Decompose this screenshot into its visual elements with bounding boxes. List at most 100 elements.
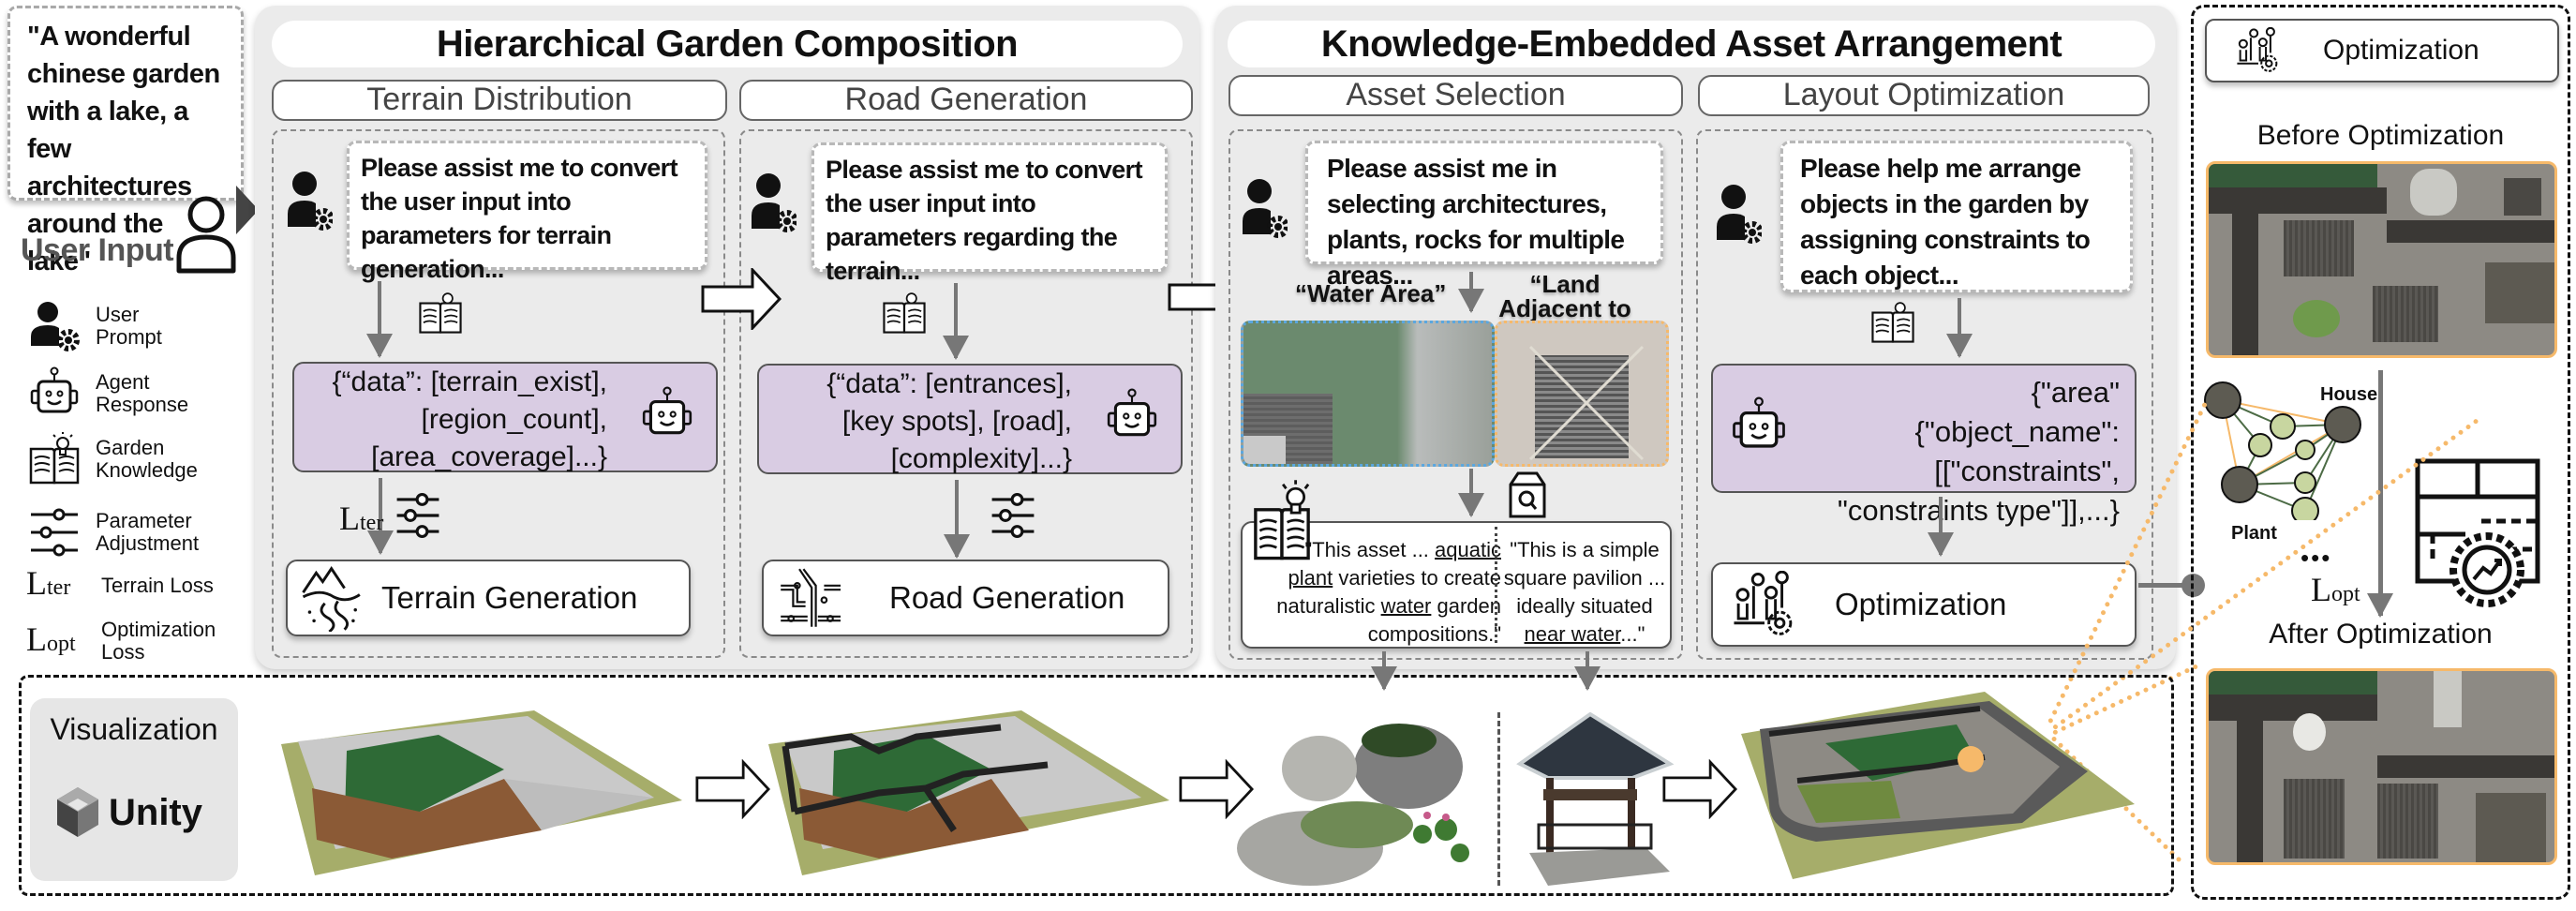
user-prompt-icon <box>752 173 797 232</box>
rock-plant-assets-render <box>1237 724 1469 886</box>
graph-node-house <box>2221 466 2258 503</box>
garden-knowledge-icon <box>29 432 80 485</box>
arrow-down <box>944 480 970 559</box>
garden-knowledge-icon <box>419 292 462 334</box>
flow-arrow-icon <box>695 759 770 819</box>
terrain-column <box>272 129 725 658</box>
legend-optimization-loss: Lopt Optimization Loss <box>26 618 216 664</box>
asset-user-prompt: Please assist me in selecting architectu… <box>1305 141 1663 290</box>
asset-knowledge-card <box>1241 521 1672 649</box>
optimization-gears-icon <box>2237 27 2278 72</box>
agent-response-icon <box>1733 396 1785 448</box>
house-label: House <box>2320 384 2378 405</box>
connector-line <box>2138 583 2195 588</box>
arrow-down <box>943 283 969 360</box>
layout-optimization-column <box>1696 129 2153 660</box>
visualization-badge <box>30 698 238 881</box>
tab-layout-optimization[interactable]: Layout Optimization <box>1698 75 2150 116</box>
legend-parameter-adjustment: Parameter Adjustment <box>26 504 227 560</box>
optimization-gears-icon <box>1734 571 1793 635</box>
hierarchical-title: Hierarchical Garden Composition <box>272 21 1183 67</box>
terrain-loss-symbol: Lter <box>339 500 384 537</box>
visualization-label: Visualization <box>50 712 218 746</box>
legend-user-prompt: User Prompt <box>26 298 180 354</box>
optimization-stage: Optimization <box>1711 562 2137 647</box>
unity-logo-icon <box>57 787 98 837</box>
pavilion-quote: "This is a simple square pavilion ... id… <box>1503 538 1666 646</box>
arrow-down <box>1928 497 1954 557</box>
terrain-agent-response: {“data”: [terrain_exist], [region_count]… <box>292 362 718 472</box>
user-input-text: "A wonderful chinese garden with a lake,… <box>27 22 220 276</box>
flow-arrow-icon <box>1662 759 1737 819</box>
graph-node-house <box>2204 381 2241 419</box>
parameter-adjustment-icon <box>396 493 439 538</box>
asset-search-icon <box>1509 471 1546 518</box>
tab-asset-selection[interactable]: Asset Selection <box>1228 75 1683 116</box>
arrow-down <box>366 281 393 358</box>
layout-agent-response: {"area"{"object_name": [["constraints", … <box>1711 364 2137 527</box>
user-prompt-icon <box>1243 179 1288 238</box>
terrain-user-prompt: Please assist me to convert the user inp… <box>347 141 707 283</box>
arrow-down <box>1458 469 1484 517</box>
after-optimization-label: After Optimization <box>2269 619 2493 650</box>
optimization-detail-panel <box>2191 5 2570 900</box>
layout-user-prompt: Please help me arrange objects in the ga… <box>1780 141 2133 292</box>
road-generation-stage: Road Generation <box>762 560 1169 636</box>
agent-response-icon <box>642 386 692 435</box>
graph-node-plant <box>2294 471 2316 494</box>
zoom-focus-dot <box>1958 746 1984 772</box>
optimization-loss-symbol: Lopt <box>26 620 76 658</box>
arrow-down <box>1458 272 1484 313</box>
terrain-loss-symbol: Lter <box>26 564 71 602</box>
after-optimization-image <box>2206 668 2557 865</box>
graph-node-plant <box>2248 433 2272 457</box>
flow-arrow-icon <box>701 268 782 330</box>
legend-garden-knowledge: Garden Knowledge <box>26 431 208 487</box>
optimization-header: Optimization <box>2205 19 2559 82</box>
water-area-image <box>1241 321 1495 467</box>
parameter-adjustment-icon <box>31 508 78 557</box>
user-input-prompt-box: "A wonderful chinese garden with a lake,… <box>7 6 244 276</box>
asset-selection-column <box>1228 129 1683 660</box>
user-prompt-icon <box>31 302 80 351</box>
parameter-adjustment-icon <box>991 493 1035 538</box>
user-prompt-icon <box>288 172 333 231</box>
visualization-strip <box>19 675 2174 896</box>
agent-response-icon <box>1107 388 1157 437</box>
road-column <box>739 129 1193 658</box>
arrow-down <box>367 478 394 555</box>
optimization-loss-symbol: Lopt <box>2311 571 2360 608</box>
user-prompt-icon <box>1717 185 1762 244</box>
graph-node-plant <box>2295 440 2315 460</box>
input-arrow-icon <box>236 186 259 234</box>
legend-agent-response: Agent Response <box>26 366 208 422</box>
user-icon <box>176 196 236 274</box>
graph-node-plant <box>2291 497 2319 520</box>
water-area-label: “Water Area” <box>1295 279 1447 307</box>
tab-terrain-distribution[interactable]: Terrain Distribution <box>272 80 727 121</box>
road-agent-response: {“data”: [entrances], [key spots], [road… <box>757 364 1183 474</box>
terrain-generation-stage: Terrain Generation <box>286 560 691 636</box>
road-map-icon <box>781 568 841 627</box>
garden-knowledge-icon <box>1871 302 1914 343</box>
land-adjacent-image <box>1495 321 1669 467</box>
before-optimization-image <box>2206 161 2557 358</box>
asset-divider <box>1497 712 1500 886</box>
before-optimization-label: Before Optimization <box>2256 120 2505 151</box>
garden-knowledge-icon <box>883 292 926 334</box>
arrow-down <box>2367 370 2393 618</box>
aquatic-plant-quote: "This asset ... aquatic plant varieties … <box>1276 538 1501 646</box>
tab-road-generation[interactable]: Road Generation <box>739 80 1193 121</box>
legend-terrain-loss: Lter Terrain Loss <box>26 564 214 602</box>
arrow-down <box>1946 298 1973 358</box>
final-garden-render <box>1741 692 2135 879</box>
agent-response-icon <box>30 366 79 413</box>
graph-node-house <box>2324 406 2361 443</box>
graph-node-plant <box>2270 413 2296 440</box>
ellipsis: ••• <box>2301 544 2332 572</box>
plant-label: Plant <box>2231 523 2277 544</box>
quote-divider <box>1495 527 1497 643</box>
arrow-down <box>1574 651 1601 691</box>
terrain-render <box>281 710 682 875</box>
user-input-label: User Input <box>21 232 174 268</box>
